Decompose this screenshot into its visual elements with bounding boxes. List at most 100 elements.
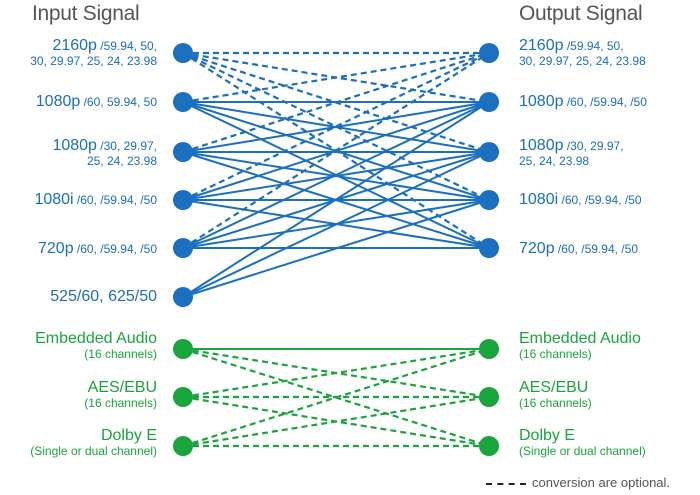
output-node-1 [479, 92, 499, 112]
input-node-4 [173, 238, 193, 258]
connection-line-solid [182, 101, 490, 249]
output-node-4 [479, 238, 499, 258]
label-line-1: 525/60, 625/50 [50, 288, 157, 306]
label-line-1: 1080p /30, 29.97, [52, 137, 157, 155]
label-line-1: 720p /60, /59.94, /50 [519, 240, 638, 258]
label-main: 1080p [35, 93, 81, 110]
input-node-0 [173, 43, 193, 63]
label-rates: /30, 29.97, [563, 139, 624, 153]
label-rates: /60, /59.94, /50 [554, 242, 638, 256]
output-node-5 [479, 339, 499, 359]
label-line-2: 30, 29.97, 25, 24, 23.98 [519, 54, 646, 69]
label-main: 1080p [52, 137, 97, 154]
label-main: AES/EBU [87, 379, 157, 396]
input-label-4: 720p /60, /59.94, /50 [38, 240, 157, 258]
label-main: 1080i [519, 191, 559, 208]
label-line-1: Embedded Audio [519, 330, 641, 348]
connection-line-dashed [182, 347, 490, 399]
output-label-3: 1080i /60, /59.94, /50 [519, 191, 642, 209]
output-node-0 [479, 43, 499, 63]
output-label-6: AES/EBU(16 channels) [519, 379, 592, 411]
label-main: Embedded Audio [35, 330, 157, 347]
connection-line-dashed [182, 52, 490, 201]
input-node-6 [173, 339, 193, 359]
label-rates: /60, /59.94, /50 [73, 193, 157, 207]
input-label-6: Embedded Audio(16 channels) [35, 330, 157, 362]
input-label-5: 525/60, 625/50 [50, 288, 157, 306]
label-main: Dolby E [519, 427, 576, 444]
label-line-1: Embedded Audio [35, 330, 157, 348]
legend: conversion are optional. [486, 475, 670, 490]
label-line-2: (16 channels) [84, 396, 157, 411]
input-node-5 [173, 287, 193, 307]
label-main: 720p [38, 240, 74, 257]
label-line-2: (16 channels) [84, 347, 157, 362]
output-node-2 [479, 142, 499, 162]
output-label-4: 720p /60, /59.94, /50 [519, 240, 638, 258]
input-label-3: 1080i /60, /59.94, /50 [34, 191, 157, 209]
output-node-3 [479, 190, 499, 210]
output-label-5: Embedded Audio(16 channels) [519, 330, 641, 362]
label-line-2: 25, 24, 23.98 [519, 154, 590, 169]
input-label-7: AES/EBU(16 channels) [84, 379, 157, 411]
label-rates: /60, /59.94, /50 [563, 95, 647, 109]
label-main: 1080p [519, 93, 564, 110]
input-label-1: 1080p /60, 59.94, 50 [36, 93, 157, 111]
label-line-2: (16 channels) [519, 396, 592, 411]
label-main: 1080p [519, 137, 564, 154]
label-main: Embedded Audio [519, 330, 641, 347]
label-rates: /30, 29.97, [96, 139, 157, 153]
label-line-2: (16 channels) [519, 347, 592, 362]
connection-line-solid [182, 101, 490, 153]
label-main: 1080i [34, 191, 74, 208]
label-line-2: (Single or dual channel) [519, 444, 646, 459]
label-main: Dolby E [100, 427, 157, 444]
input-node-8 [173, 436, 193, 456]
legend-dashed-line [486, 482, 526, 485]
connection-line-dashed [182, 51, 490, 104]
label-main: 525/60, 625/50 [50, 288, 157, 305]
label-line-1: 720p /60, /59.94, /50 [38, 240, 157, 258]
label-main: 2160p [519, 37, 564, 54]
output-label-1: 1080p /60, /59.94, /50 [519, 93, 647, 111]
input-label-2: 1080p /30, 29.97,25, 24, 23.98 [52, 137, 157, 169]
connection-line-dashed [182, 51, 490, 154]
input-node-3 [173, 190, 193, 210]
connection-line-dashed [182, 347, 490, 448]
label-rates: /60, /59.94, /50 [73, 242, 157, 256]
label-main: AES/EBU [519, 379, 589, 396]
input-signal-title: Input Signal [32, 2, 140, 25]
label-line-1: Dolby E [30, 427, 157, 445]
label-main: 720p [519, 240, 555, 257]
input-label-0: 2160p /59.94, 50,30, 29.97, 25, 24, 23.9… [30, 37, 157, 69]
connection-lines [182, 51, 490, 448]
connection-line-solid [182, 101, 490, 298]
label-line-2: 25, 24, 23.98 [86, 154, 157, 169]
input-node-1 [173, 92, 193, 112]
label-line-1: AES/EBU [84, 379, 157, 397]
input-node-7 [173, 387, 193, 407]
input-node-2 [173, 142, 193, 162]
output-node-7 [479, 436, 499, 456]
label-rates: /60, 59.94, 50 [80, 95, 157, 109]
label-line-1: AES/EBU [519, 379, 592, 397]
label-line-1: Dolby E [519, 427, 646, 445]
label-line-1: 2160p /59.94, 50, [519, 37, 646, 55]
label-line-1: 1080i /60, /59.94, /50 [519, 191, 642, 209]
output-label-2: 1080p /30, 29.97,25, 24, 23.98 [519, 137, 624, 169]
input-label-8: Dolby E(Single or dual channel) [30, 427, 157, 459]
signal-nodes [173, 43, 499, 456]
label-line-2: (Single or dual channel) [30, 444, 157, 459]
legend-text: conversion are optional. [532, 475, 671, 490]
label-rates: /59.94, 50, [563, 39, 624, 53]
label-line-1: 1080p /30, 29.97, [519, 137, 624, 155]
label-line-1: 1080p /60, /59.94, /50 [519, 93, 647, 111]
label-line-1: 2160p /59.94, 50, [30, 37, 157, 55]
connection-line-solid [182, 151, 490, 298]
label-line-1: 1080p /60, 59.94, 50 [36, 93, 157, 111]
label-rates: /60, /59.94, /50 [558, 193, 642, 207]
connection-line-dashed [182, 52, 490, 249]
label-line-2: 30, 29.97, 25, 24, 23.98 [30, 54, 157, 69]
output-label-0: 2160p /59.94, 50,30, 29.97, 25, 24, 23.9… [519, 37, 646, 69]
